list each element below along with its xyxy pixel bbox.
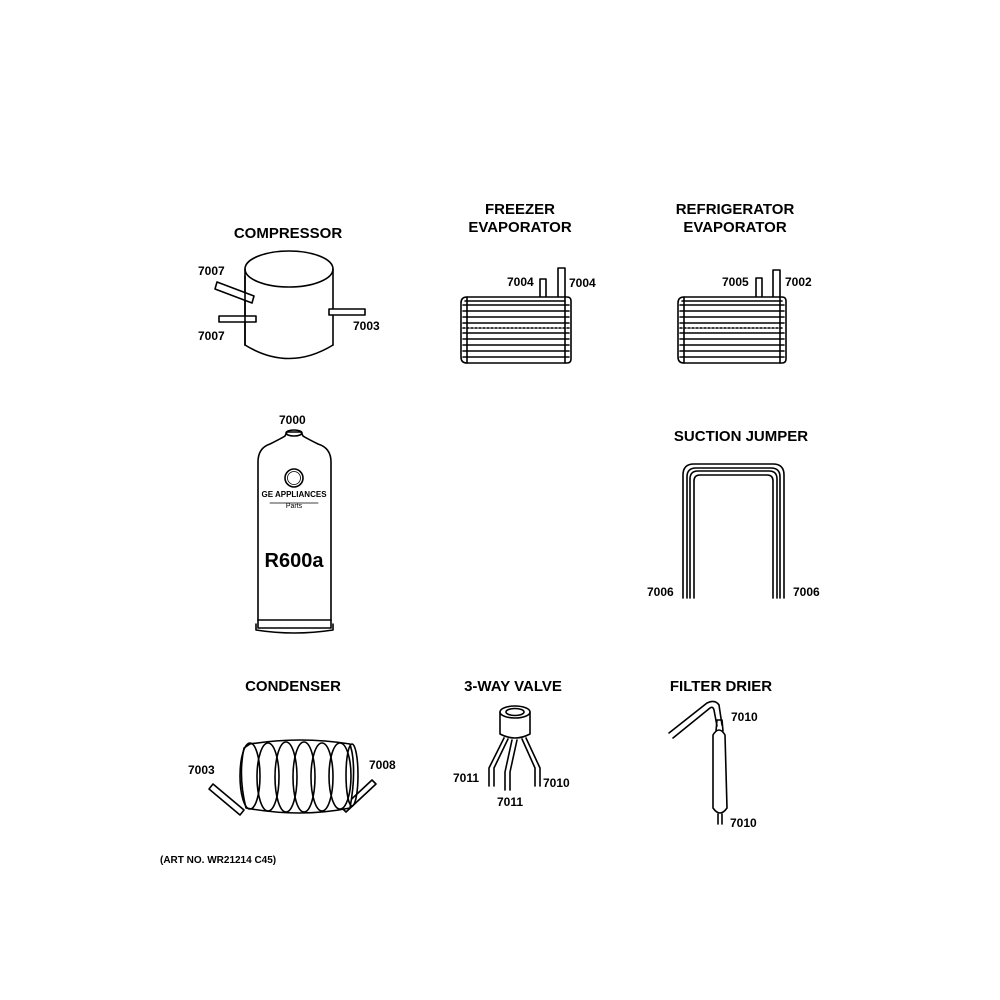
part-number-refrigerant: 7000: [279, 413, 306, 427]
part-number-refrigerator-right: 7002: [785, 275, 812, 289]
part-number-condenser-left: 7003: [188, 763, 215, 777]
title-freezer-evaporator-line2: EVAPORATOR: [468, 219, 572, 236]
three-way-valve-illustration: [488, 705, 541, 791]
part-number-valve-right: 7010: [543, 776, 570, 790]
part-number-refrigerator-left: 7005: [722, 275, 749, 289]
suction-jumper-illustration: [682, 463, 785, 599]
title-refrigerator-evaporator: REFRIGERATOR EVAPORATOR: [676, 201, 795, 237]
part-number-drier-bottom: 7010: [730, 816, 757, 830]
title-freezer-evaporator: FREEZER EVAPORATOR: [468, 201, 571, 237]
condenser-illustration: [208, 739, 377, 816]
title-three-way-valve: 3-WAY VALVE: [464, 678, 562, 695]
part-number-suction-right: 7006: [793, 585, 820, 599]
title-filter-drier: FILTER DRIER: [669, 678, 773, 695]
can-sub-label: Parts: [285, 503, 303, 510]
part-number-drier-top: 7010: [731, 710, 758, 724]
can-brand-label: GE APPLIANCES: [261, 490, 327, 499]
can-refrigerant-label: R600a: [264, 550, 324, 572]
refrigerant-can-illustration: [255, 429, 334, 634]
title-freezer-evaporator-line1: FREEZER: [484, 201, 556, 218]
part-number-freezer-left: 7004: [507, 275, 534, 289]
title-refrigerator-evaporator-line1: REFRIGERATOR: [675, 201, 795, 218]
title-compressor: COMPRESSOR: [233, 225, 343, 242]
part-number-compressor-right: 7003: [353, 319, 380, 333]
part-number-compressor-top: 7007: [198, 264, 225, 278]
title-suction-jumper: SUCTION JUMPER: [673, 428, 809, 445]
ge-logo-icon: [284, 468, 304, 488]
part-number-valve-left: 7011: [453, 771, 480, 785]
title-refrigerator-evaporator-line2: EVAPORATOR: [683, 219, 787, 236]
freezer-evaporator-illustration: [460, 267, 572, 364]
part-number-freezer-right: 7004: [569, 276, 596, 290]
part-number-suction-left: 7006: [647, 585, 674, 599]
part-number-valve-middle: 7011: [497, 795, 524, 809]
part-number-condenser-right: 7008: [369, 758, 396, 772]
compressor-illustration: [214, 250, 366, 360]
filter-drier-illustration: [668, 700, 728, 825]
title-condenser: CONDENSER: [245, 678, 341, 695]
refrigerator-evaporator-illustration: [677, 269, 787, 364]
art-number: (ART NO. WR21214 C45): [160, 855, 277, 866]
part-number-compressor-bottom: 7007: [198, 329, 225, 343]
